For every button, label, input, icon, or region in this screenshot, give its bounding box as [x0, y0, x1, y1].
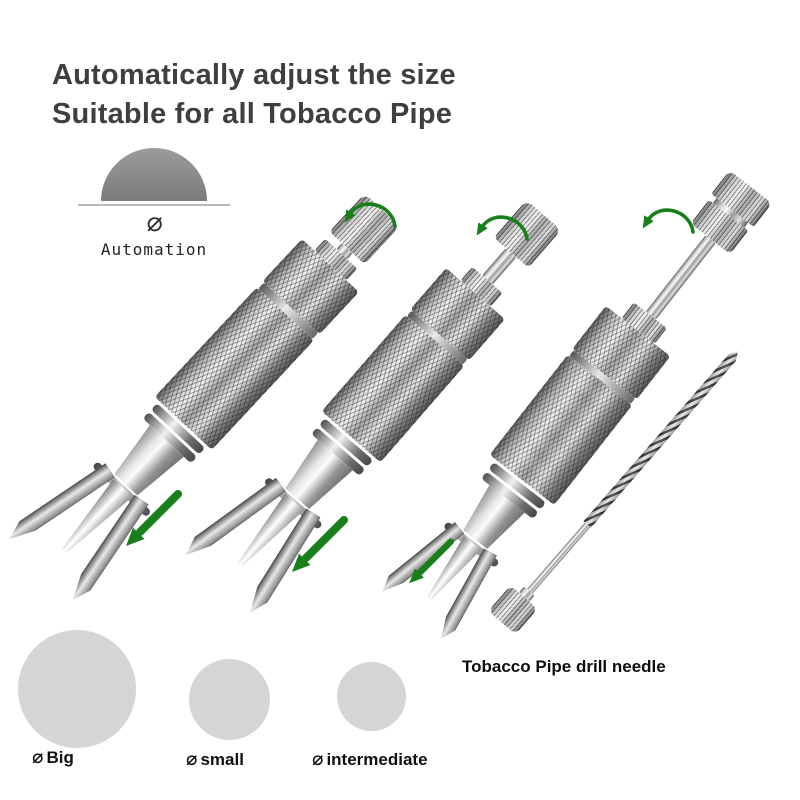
rotation-arrow-icon: [476, 215, 529, 241]
size-label-text: intermediate: [326, 750, 428, 769]
title-line-1: Automatically adjust the size: [52, 59, 456, 91]
diameter-symbol-icon: ⌀: [312, 748, 324, 770]
diameter-symbol-icon: ⌀: [32, 746, 44, 768]
diameter-symbol-icon: ⌀: [145, 207, 163, 238]
semicircle-graphic: [101, 148, 207, 201]
needle-label: Tobacco Pipe drill needle: [462, 657, 666, 676]
size-label-text: small: [200, 750, 244, 769]
diameter-symbol-icon: ⌀: [186, 748, 198, 770]
size-circle-big: [18, 630, 136, 748]
page-title: Automatically adjust the size Suitable f…: [52, 56, 456, 134]
automation-figure: ⌀ Automation: [78, 148, 230, 259]
size-circle-intermediate: [337, 662, 406, 731]
tool-stem: [645, 234, 716, 320]
rotation-arrow-icon: [642, 208, 695, 234]
size-label-text: Big: [46, 748, 74, 767]
direction-arrow-icon: [409, 538, 454, 584]
size-label-big: ⌀Big: [32, 746, 74, 768]
size-label-small: ⌀small: [186, 748, 244, 770]
diameter-baseline: [78, 204, 230, 206]
title-line-2: Suitable for all Tobacco Pipe: [52, 98, 453, 130]
size-label-intermediate: ⌀intermediate: [312, 748, 428, 770]
direction-arrow-icon: [292, 516, 348, 572]
automation-label: Automation: [100, 240, 208, 259]
size-circle-small: [189, 659, 270, 740]
rotation-arrow-icon: [344, 202, 397, 228]
direction-arrow-icon: [126, 490, 182, 546]
